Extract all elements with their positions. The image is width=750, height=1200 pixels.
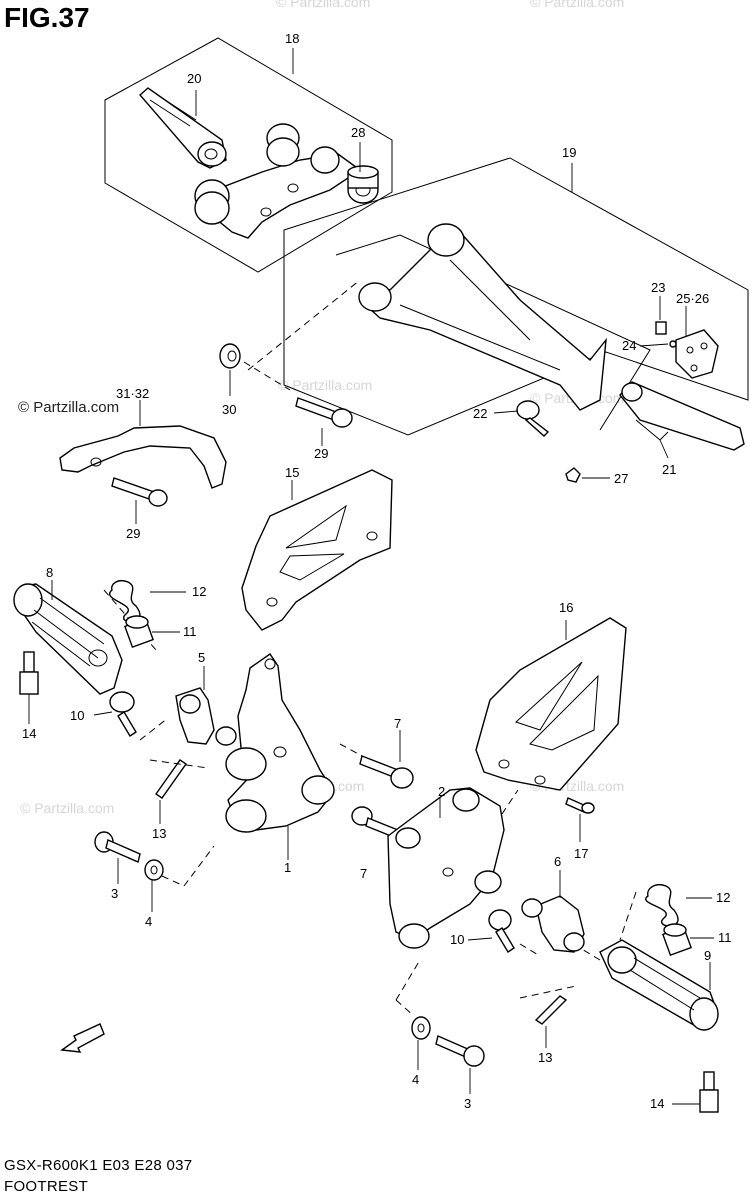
heel-plate-15: 15 bbox=[241, 465, 393, 631]
callout-5: 5 bbox=[198, 650, 205, 665]
pin-22 bbox=[516, 400, 550, 437]
callout-2: 2 bbox=[438, 784, 445, 799]
callout-3-left: 3 bbox=[111, 886, 118, 901]
assembly-19-group: 19 23 25·26 24 22 21 27 bbox=[247, 145, 749, 486]
bolt-3-right: 3 bbox=[435, 1035, 485, 1111]
assembly-18-group: 18 20 28 bbox=[104, 31, 393, 273]
callout-31-32: 31·32 bbox=[116, 386, 149, 401]
callout-25-26: 25·26 bbox=[676, 291, 709, 306]
callout-14-left: 14 bbox=[22, 726, 36, 741]
callout-6: 6 bbox=[554, 854, 561, 869]
pin-10-left: 10 bbox=[70, 691, 137, 737]
washer-4-right: 4 bbox=[395, 959, 431, 1087]
callout-12-left: 12 bbox=[192, 584, 206, 599]
bolt-14-left: 14 bbox=[19, 651, 39, 741]
callout-23: 23 bbox=[651, 280, 665, 295]
callout-3-right: 3 bbox=[464, 1096, 471, 1111]
watermark-left: © Partzilla.com bbox=[18, 399, 120, 416]
callout-16: 16 bbox=[559, 600, 573, 615]
footer-model-code: GSX-R600K1 E03 E28 037 bbox=[4, 1157, 193, 1174]
callout-7-upper: 7 bbox=[394, 716, 401, 731]
callout-28: 28 bbox=[351, 125, 365, 140]
footpeg-9: 9 bbox=[579, 939, 719, 1031]
callout-30: 30 bbox=[222, 402, 236, 417]
watermark-lower-left: © Partzilla.com bbox=[20, 800, 115, 816]
callout-14-right: 14 bbox=[650, 1096, 664, 1111]
clip-13-left: 13 bbox=[149, 759, 209, 841]
callout-24: 24 bbox=[622, 338, 636, 353]
pin-10-right: 10 bbox=[450, 909, 541, 957]
spring-12-left: 12 bbox=[103, 580, 206, 651]
callout-15: 15 bbox=[285, 465, 299, 480]
figure-title: FIG.37 bbox=[4, 2, 90, 33]
callout-18: 18 bbox=[285, 31, 299, 46]
bushing-11-left: 11 bbox=[124, 615, 197, 648]
holder-5: 5 bbox=[175, 650, 237, 746]
bushing-11-right: 11 bbox=[662, 923, 732, 956]
watermark-mid: © Partzilla.com bbox=[278, 377, 373, 393]
callout-1: 1 bbox=[284, 860, 291, 875]
bolt-29-lower: 29 bbox=[111, 477, 168, 541]
callout-10-right: 10 bbox=[450, 932, 464, 947]
guide-line-left bbox=[139, 717, 169, 741]
bolt-29-upper: 29 bbox=[295, 397, 353, 461]
clip-13-right: 13 bbox=[519, 985, 577, 1065]
watermark-top-right: © Partzilla.com bbox=[530, 0, 625, 10]
watermark-top-center: © Partzilla.com bbox=[276, 0, 371, 10]
callout-10-left: 10 bbox=[70, 708, 84, 723]
clip-27 bbox=[565, 467, 581, 483]
callout-21: 21 bbox=[662, 462, 676, 477]
washer-4-left: 4 bbox=[144, 845, 215, 929]
bracket-2: 2 bbox=[387, 784, 519, 949]
callout-19: 19 bbox=[562, 145, 576, 160]
callout-12-right: 12 bbox=[716, 890, 730, 905]
callout-9: 9 bbox=[704, 948, 711, 963]
callout-27: 27 bbox=[614, 471, 628, 486]
callout-4-left: 4 bbox=[145, 914, 152, 929]
callout-17: 17 bbox=[574, 846, 588, 861]
bracket-1: 1 bbox=[225, 653, 335, 875]
bracket-18 bbox=[194, 123, 362, 239]
callout-8: 8 bbox=[46, 565, 53, 580]
footrest-21 bbox=[619, 381, 745, 451]
callout-13-right: 13 bbox=[538, 1050, 552, 1065]
washer-24 bbox=[669, 340, 677, 348]
callout-4-right: 4 bbox=[412, 1072, 419, 1087]
callout-22: 22 bbox=[473, 406, 487, 421]
callout-29-upper: 29 bbox=[314, 446, 328, 461]
callout-29-lower: 29 bbox=[126, 526, 140, 541]
plate-25-26 bbox=[675, 329, 719, 379]
holder-6: 6 bbox=[521, 854, 585, 953]
footer-section-name: FOOTREST bbox=[4, 1178, 89, 1195]
footrest-20 bbox=[139, 87, 227, 169]
callout-11-left: 11 bbox=[183, 624, 197, 639]
footpeg-8: 8 bbox=[13, 565, 123, 695]
callout-7-lower: 7 bbox=[360, 866, 367, 881]
bolt-23 bbox=[655, 321, 667, 335]
forward-arrow-icon bbox=[60, 1023, 105, 1053]
bolt-17: 17 bbox=[565, 797, 595, 861]
callout-20: 20 bbox=[187, 71, 201, 86]
bolt-14-right: 14 bbox=[650, 1071, 719, 1113]
spring-12-right: 12 bbox=[619, 884, 730, 941]
callout-11-right: 11 bbox=[718, 930, 732, 945]
callout-13-left: 13 bbox=[152, 826, 166, 841]
bolt-7-upper: 7 bbox=[339, 716, 414, 789]
bracket-19 bbox=[358, 223, 607, 411]
washer-30: 30 bbox=[219, 343, 291, 417]
heel-plate-16: 16 bbox=[475, 600, 627, 791]
heel-guard-31-32: 31·32 bbox=[59, 386, 227, 489]
bushing-28 bbox=[347, 165, 379, 204]
bolt-3-left: 3 bbox=[94, 831, 141, 901]
